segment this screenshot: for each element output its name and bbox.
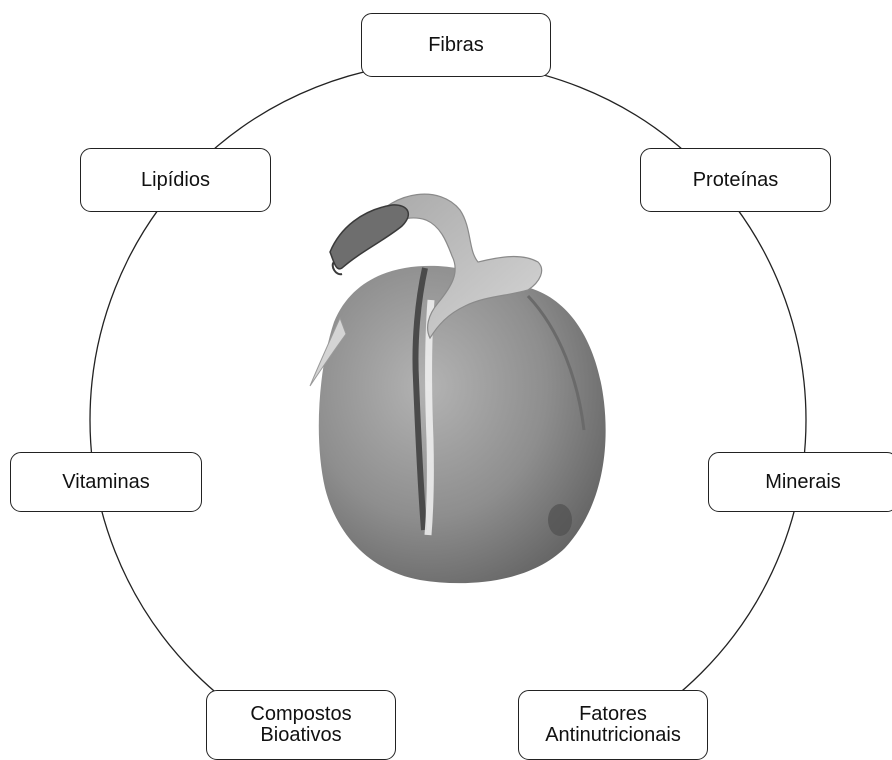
node-lipidios: Lipídios xyxy=(80,148,271,212)
node-proteinas: Proteínas xyxy=(640,148,831,212)
node-proteinas-label: Proteínas xyxy=(693,170,779,191)
node-compostos-line2: Bioativos xyxy=(260,725,341,746)
node-fatores-antinutricionais: Fatores Antinutricionais xyxy=(518,690,708,760)
node-lipidios-label: Lipídios xyxy=(141,170,210,191)
node-minerais-label: Minerais xyxy=(765,472,841,493)
node-fibras: Fibras xyxy=(361,13,551,77)
seed-image xyxy=(310,194,606,583)
node-fatores-line2: Antinutricionais xyxy=(545,725,681,746)
node-vitaminas: Vitaminas xyxy=(10,452,202,512)
node-minerais: Minerais xyxy=(708,452,892,512)
seed-spot xyxy=(548,504,572,536)
seed-tip xyxy=(330,205,408,269)
node-vitaminas-label: Vitaminas xyxy=(62,472,149,493)
node-compostos-bioativos: Compostos Bioativos xyxy=(206,690,396,760)
node-fatores-line1: Fatores xyxy=(579,704,647,725)
node-compostos-line1: Compostos xyxy=(250,704,351,725)
node-fibras-label: Fibras xyxy=(428,35,484,56)
